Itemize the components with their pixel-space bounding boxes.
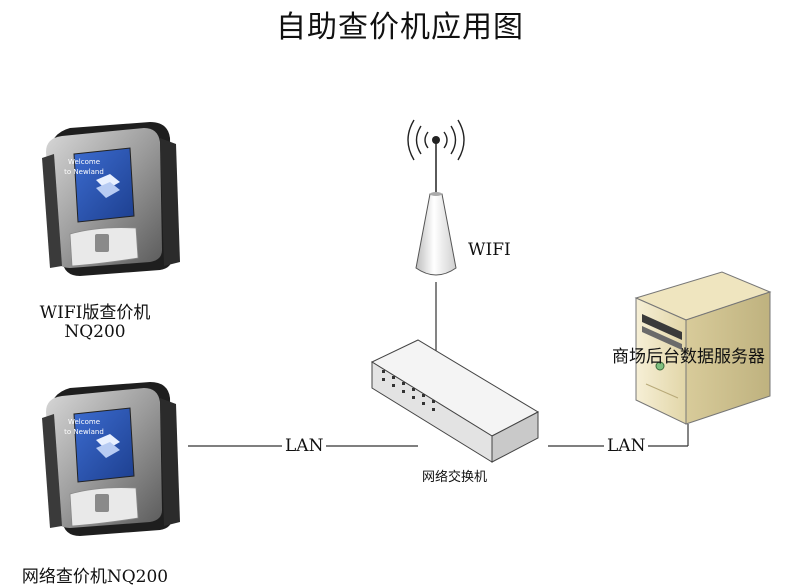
lan-device-label: 网络查价机NQ200 [21,567,169,587]
lan-screen-line2: to Newland [64,428,104,436]
wifi-antenna-icon [407,119,465,276]
wifi-screen-line2: to Newland [64,168,104,176]
network-switch-icon [370,339,540,463]
wifi-device-label-line2: NQ200 [64,322,126,342]
wifi-device-label-line1: WIFI版查价机 [39,303,151,323]
lan-screen-line1: Welcome [68,418,100,426]
antenna-label: WIFI [468,240,511,260]
diagram-title: 自助查价机应用图 [276,10,524,45]
server-label: 商场后台数据服务器 [612,347,765,367]
lan-price-checker-device [42,382,180,536]
right-lan-label: LAN [604,436,649,456]
wifi-screen-line1: Welcome [68,158,100,166]
left-lan-label: LAN [282,436,327,456]
switch-label: 网络交换机 [422,470,488,485]
server-icon [634,271,772,425]
wifi-price-checker-device [42,122,180,276]
